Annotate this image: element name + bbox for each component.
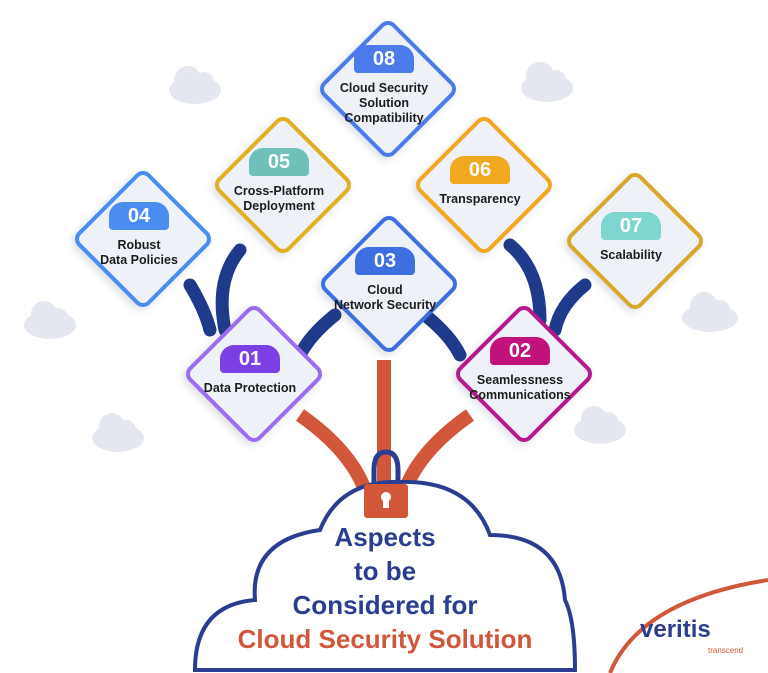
badge-number: 08 — [354, 44, 414, 73]
badge-number: 02 — [490, 337, 550, 365]
decor-clouds — [24, 62, 738, 452]
aspect-label-line: Seamlessness — [476, 373, 564, 387]
branch-03-right — [418, 308, 467, 362]
headline-accent: Cloud Security Solution — [237, 624, 533, 654]
branch-05 — [215, 243, 247, 337]
cloud-icon — [169, 66, 221, 104]
cloud-icon — [574, 406, 626, 444]
headline: Aspects to be Considered for Cloud Secur… — [200, 520, 570, 656]
aspect-label: Data Protection — [190, 381, 310, 396]
aspect-label: Scalability — [571, 248, 691, 263]
cloud-icon — [24, 301, 76, 339]
aspect-label-line: Network Security — [333, 298, 437, 312]
badge-number: 06 — [450, 155, 510, 184]
badge-number: 04 — [109, 202, 169, 230]
logo-wordmark: veritis — [640, 616, 711, 643]
badge-number: 07 — [601, 211, 661, 240]
badge-number: 05 — [249, 148, 309, 176]
badge-number: 01 — [220, 344, 280, 373]
cloud-icon — [521, 62, 573, 102]
headline-line: to be — [353, 556, 417, 586]
badge-number: 03 — [355, 247, 415, 275]
trunk-left — [295, 409, 372, 493]
cloud-icon — [682, 292, 738, 332]
logo-tagline: transcend — [708, 646, 744, 655]
aspect-label-line: Cloud — [367, 283, 403, 297]
veritis-logo: veritis transcend — [628, 612, 748, 662]
aspect-label-line: Communications — [469, 388, 571, 402]
aspect-label: Transparency — [420, 192, 540, 207]
branches-upper — [183, 238, 592, 362]
aspect-label-line: Solution — [359, 95, 409, 110]
branch-04 — [183, 278, 217, 337]
branches-lower — [295, 360, 475, 493]
aspect-label-line: Robust — [117, 238, 161, 252]
headline-line: Aspects — [334, 522, 436, 552]
headline-line: Considered for — [292, 590, 478, 620]
aspect-label-line: Cloud Security — [339, 80, 429, 95]
logo-arc — [608, 578, 768, 673]
branch-07 — [548, 278, 592, 337]
aspect-label-line: Data Protection — [203, 380, 297, 395]
branch-06 — [503, 238, 547, 327]
aspect-label-line: Cross-Platform — [233, 184, 325, 198]
aspect-label-line: Deployment — [243, 199, 315, 213]
padlock-icon — [364, 449, 408, 518]
aspect-label-line: Data Policies — [100, 253, 178, 267]
aspect-label-line: Transparency — [439, 191, 521, 206]
cloud-icon — [92, 413, 144, 452]
aspect-label-line: Scalability — [600, 247, 662, 262]
aspect-label-line: Compatibility — [344, 110, 424, 125]
